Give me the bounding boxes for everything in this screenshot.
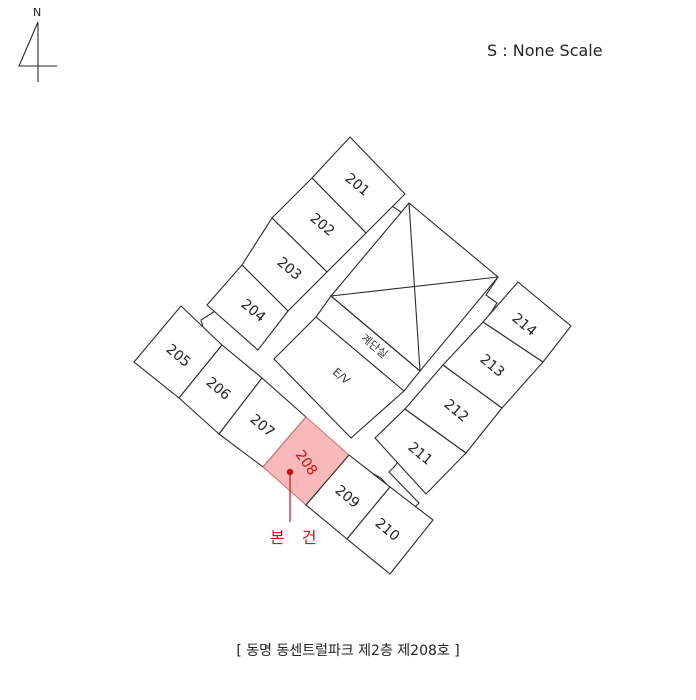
plan-caption: [ 동명 동센트럴파크 제2층 제208호 ] bbox=[236, 643, 459, 659]
unit-205: 205 bbox=[133, 305, 223, 399]
scale-note: S : None Scale bbox=[487, 41, 603, 60]
units-layer: 2012022032042052062072082092102112122132… bbox=[133, 136, 572, 575]
unit-206: 206 bbox=[178, 344, 263, 435]
subject-marker: 본 건 bbox=[270, 468, 323, 547]
unit-201: 201 bbox=[311, 136, 406, 234]
unit-210-outline bbox=[346, 486, 434, 575]
unit-204-outline bbox=[206, 264, 289, 351]
unit-208: 208 bbox=[262, 416, 350, 506]
marker-label: 본 건 bbox=[270, 528, 323, 547]
north-arrow-icon bbox=[18, 21, 57, 82]
unit-214-outline bbox=[482, 281, 572, 363]
unit-214: 214 bbox=[482, 281, 572, 363]
unit-213: 213 bbox=[442, 321, 544, 409]
north-letter: N bbox=[33, 6, 41, 19]
stair-void-cross bbox=[330, 202, 499, 372]
unit-204: 204 bbox=[206, 264, 289, 351]
unit-203: 203 bbox=[241, 217, 328, 312]
stair-room-outline bbox=[315, 295, 421, 392]
marker-dot bbox=[286, 468, 294, 476]
north-arrow: N bbox=[18, 6, 57, 82]
unit-209: 209 bbox=[305, 454, 391, 540]
unit-211: 211 bbox=[374, 408, 467, 495]
unit-210: 210 bbox=[346, 486, 434, 575]
